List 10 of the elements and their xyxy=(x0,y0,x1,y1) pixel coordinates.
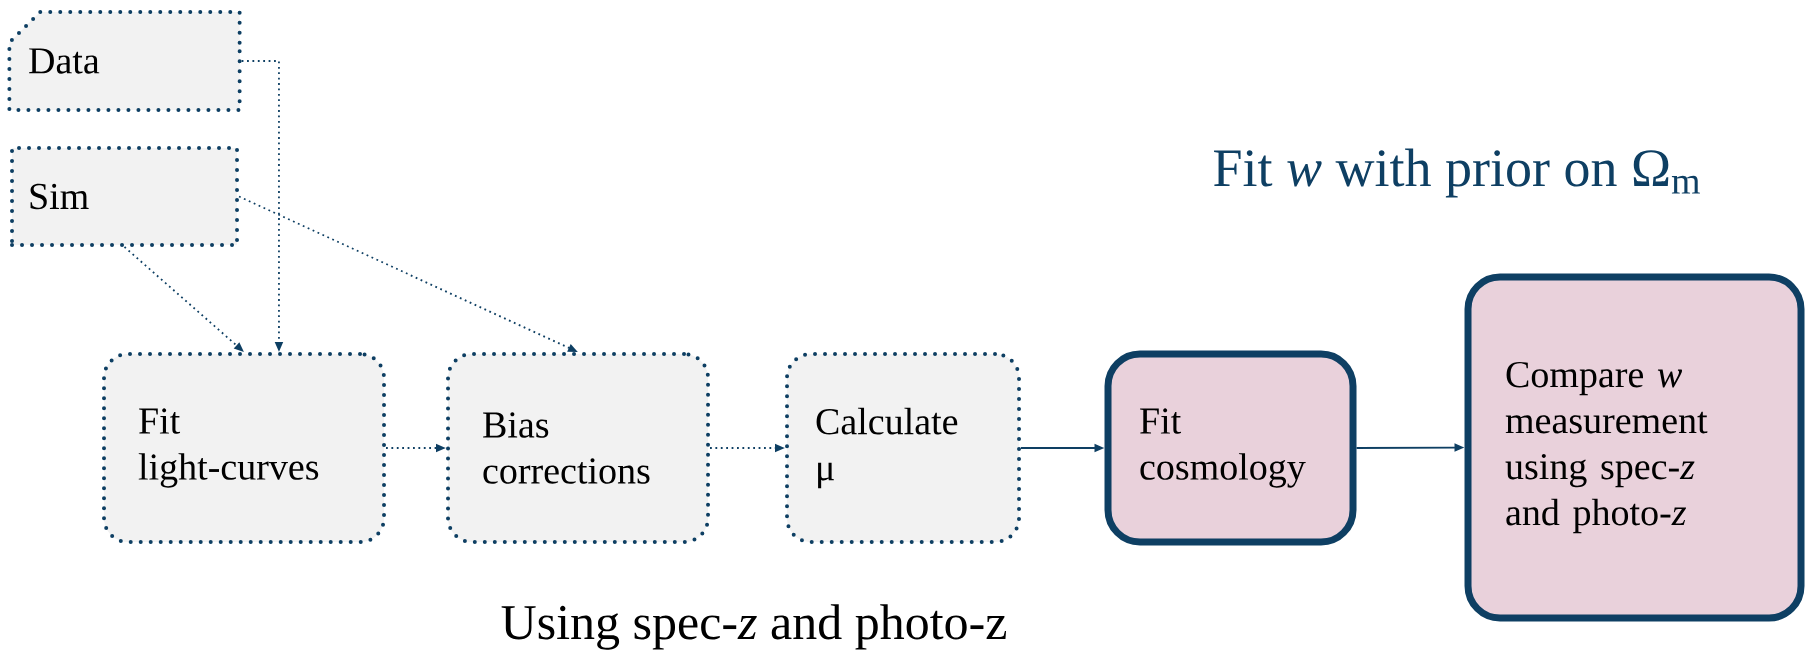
data-box: Sim xyxy=(10,146,239,247)
arrow xyxy=(123,246,244,352)
process-box: Fit light-curves xyxy=(102,352,386,544)
process-box: Calculate μ xyxy=(785,352,1021,544)
data-box: Data xyxy=(7,10,242,112)
label-heading: Fit w with prior on Ω$_{m}$ xyxy=(1214,148,1700,198)
process-box: Fit cosmology xyxy=(1104,350,1357,546)
process-box: Compare w measurement using spec-z and photo-z xyxy=(1464,273,1805,622)
label-text: Using spec-z and photo-z xyxy=(501,604,1007,650)
process-box: Bias corrections xyxy=(446,352,710,544)
